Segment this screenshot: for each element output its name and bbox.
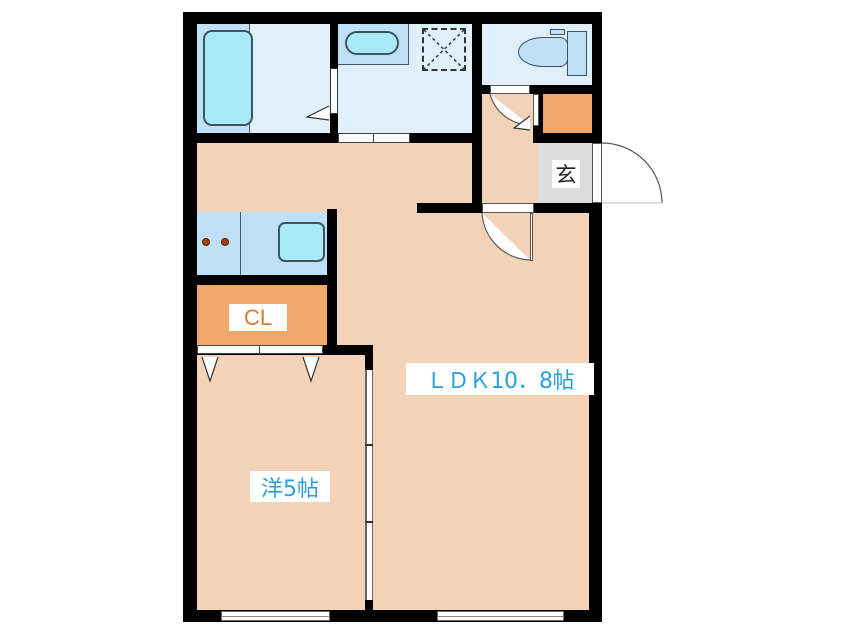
wall-kitchen-closet xyxy=(197,275,337,285)
hall-ldk-door[interactable] xyxy=(482,203,534,213)
wall-western-right-top xyxy=(365,345,373,370)
wall-outer-right xyxy=(589,203,602,622)
toilet-tank-lid-icon xyxy=(550,29,565,35)
genkan-door[interactable] xyxy=(592,143,602,203)
wall-wash-toilet xyxy=(472,24,482,143)
kitchen-divider xyxy=(240,212,241,275)
bathtub-icon xyxy=(203,30,253,126)
ldk-label-text: ＬＤＫ10．8帖 xyxy=(426,369,575,394)
toilet-bowl-icon xyxy=(518,37,568,67)
hall-ldk-door-leaf xyxy=(530,213,533,261)
western-room-label-text: 洋5帖 xyxy=(261,476,319,502)
closet-door-divider xyxy=(259,345,260,354)
kitchen-sink-icon xyxy=(278,222,325,262)
wall-hall-left xyxy=(472,143,482,213)
storage xyxy=(543,94,592,134)
toilet-tank-icon xyxy=(567,31,587,76)
closet-door[interactable] xyxy=(197,345,323,354)
stove-burner-icon xyxy=(221,238,229,246)
wall-outer-left xyxy=(183,12,197,622)
wall-hall-bottom-right xyxy=(533,203,602,213)
entrance-label-text: 玄 xyxy=(555,163,577,187)
wall-outer-right-upper xyxy=(592,12,602,143)
entrance-label: 玄 xyxy=(552,160,580,188)
washer-space-icon xyxy=(422,28,466,71)
western-room-label: 洋5帖 xyxy=(250,471,330,502)
wall-hall-bottom-left xyxy=(417,203,482,213)
wall-toilet-bottom xyxy=(482,85,602,94)
stove-burner-icon xyxy=(202,238,210,246)
wall-western-right-bottom xyxy=(365,600,373,612)
wall-wet-bottom xyxy=(183,133,482,143)
wall-storage-bottom xyxy=(533,133,602,143)
toilet-door[interactable] xyxy=(490,85,530,94)
window-sill-line xyxy=(221,616,330,617)
western-room-sliding-door[interactable] xyxy=(365,370,373,600)
ldk-label: ＬＤＫ10．8帖 xyxy=(406,363,594,395)
wall-outer-top xyxy=(183,12,602,24)
storage-door[interactable] xyxy=(533,94,539,126)
sliding-door-joint xyxy=(365,521,373,523)
sink-basin-icon xyxy=(345,31,399,55)
bathroom-door[interactable] xyxy=(330,68,338,114)
closet-label: CL xyxy=(229,304,287,331)
closet-label-text: CL xyxy=(243,304,273,330)
sliding-door-joint xyxy=(365,444,373,446)
window-sill-line xyxy=(437,616,564,617)
washroom-sliding-door[interactable] xyxy=(338,133,410,143)
sliding-door-divider xyxy=(373,133,374,143)
